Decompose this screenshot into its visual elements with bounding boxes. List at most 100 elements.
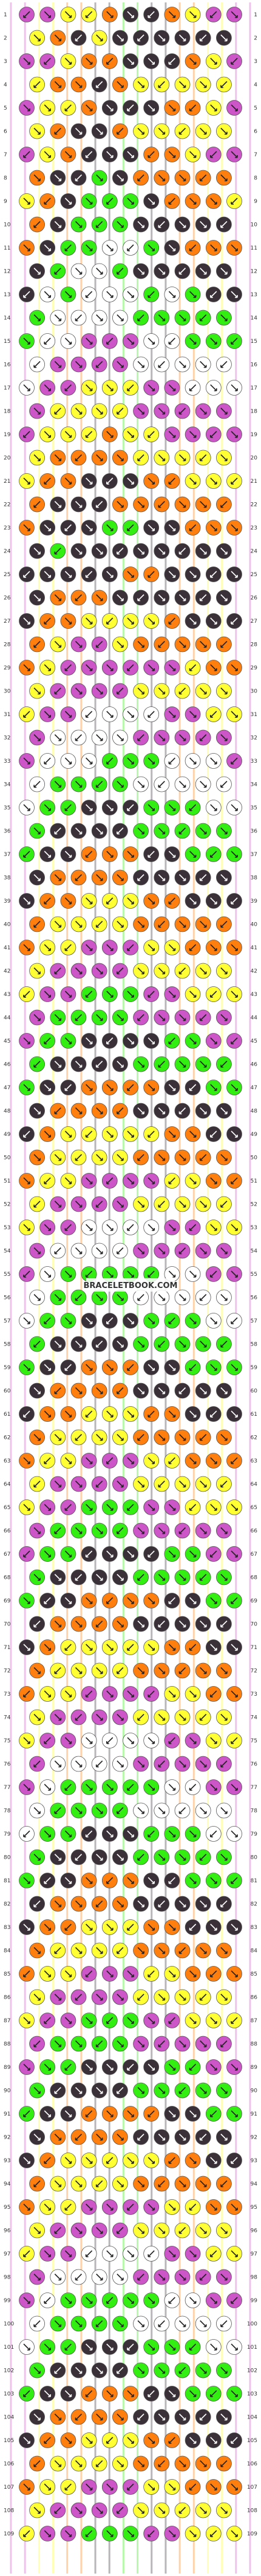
knot: [205, 1499, 222, 1515]
knot: [39, 520, 56, 536]
row-number-left: 79: [4, 1831, 11, 1837]
knot: [81, 2013, 97, 2028]
knot: [60, 1453, 76, 1469]
knot-arrow-icon: [147, 337, 155, 345]
knot: [50, 1196, 66, 1212]
knot: [174, 1616, 191, 1632]
knot: [91, 1429, 107, 1446]
knot: [19, 333, 35, 349]
knot: [185, 147, 201, 162]
row-number-left: 68: [4, 1575, 11, 1581]
knot: [185, 660, 201, 676]
knot-arrow-icon: [147, 711, 155, 718]
knot-arrow-icon: [137, 360, 144, 368]
knot: [143, 1173, 160, 1189]
knot: [133, 356, 149, 373]
knot-arrow-icon: [106, 11, 114, 18]
row-number-left: 66: [4, 1529, 11, 1535]
knot-arrow-icon: [231, 151, 238, 158]
knot: [81, 53, 97, 69]
row-number-left: 106: [4, 2461, 14, 2468]
row-number-right: 80: [251, 1855, 258, 1861]
knot-arrow-icon: [168, 198, 175, 205]
knot: [50, 1989, 66, 2005]
knot: [195, 2129, 211, 2145]
knot: [174, 636, 191, 652]
knot: [112, 1756, 128, 1772]
knot: [29, 263, 45, 279]
knot-arrow-icon: [127, 384, 134, 391]
knot-arrow-icon: [137, 267, 144, 275]
row-number-left: 59: [4, 1365, 11, 1371]
knot: [50, 2176, 66, 2192]
knot: [185, 1639, 201, 1655]
knot-arrow-icon: [147, 664, 155, 671]
knot: [195, 1476, 211, 1492]
row-number-left: 1: [4, 12, 7, 18]
knot-arrow-icon: [127, 244, 134, 251]
knot: [174, 2315, 191, 2332]
row-number-left: 44: [4, 1015, 11, 1021]
knot: [133, 823, 149, 839]
knot: [143, 53, 160, 69]
knot: [185, 2386, 201, 2402]
knot-arrow-icon: [23, 617, 30, 625]
knot-arrow-icon: [199, 34, 207, 42]
knot: [101, 1826, 118, 1842]
knot: [123, 2246, 138, 2262]
knot: [60, 1873, 76, 1888]
knot: [215, 1429, 232, 1446]
knot: [50, 170, 66, 186]
knot-arrow-icon: [158, 547, 166, 555]
row-number-left: 6: [4, 129, 7, 135]
knot-arrow-icon: [147, 571, 155, 578]
knot: [143, 1453, 160, 1469]
knot-arrow-icon: [23, 58, 30, 65]
row-number-left: 91: [4, 2111, 10, 2117]
row-number-left: 52: [4, 1202, 10, 1208]
knot: [164, 1873, 180, 1888]
knot: [91, 543, 107, 559]
knot: [70, 2176, 87, 2192]
knot: [143, 193, 160, 209]
knot: [123, 1639, 138, 1655]
knot-arrow-icon: [189, 571, 197, 578]
knot-arrow-icon: [178, 221, 186, 228]
knot: [205, 1546, 222, 1562]
knot: [39, 2246, 56, 2262]
knot: [101, 2432, 118, 2448]
knot: [60, 1593, 76, 1608]
knot: [70, 2455, 87, 2472]
knot: [164, 2199, 180, 2215]
knot: [50, 123, 66, 139]
knot-arrow-icon: [106, 571, 114, 578]
row-number-left: 13: [4, 292, 10, 298]
knot: [133, 2129, 149, 2145]
knot-arrow-icon: [44, 711, 51, 718]
knot: [205, 2153, 222, 2168]
knot-arrow-icon: [168, 617, 175, 625]
row-number-left: 39: [4, 898, 11, 905]
knot: [226, 2153, 242, 2168]
knot: [70, 310, 87, 326]
knot: [70, 1383, 87, 1399]
knot: [60, 1639, 76, 1655]
knot: [133, 2362, 149, 2378]
knot: [123, 706, 138, 722]
knot: [185, 2013, 201, 2028]
knot: [226, 473, 242, 489]
knot-arrow-icon: [54, 640, 62, 648]
knot-arrow-icon: [86, 198, 93, 205]
knot: [133, 589, 149, 606]
knot: [81, 2199, 97, 2215]
row-number-left: 20: [4, 456, 11, 462]
row-number-right: 46: [251, 1062, 258, 1068]
knot: [60, 1406, 76, 1422]
knot: [123, 1453, 138, 1469]
knot: [39, 1359, 56, 1375]
row-number-left: 51: [4, 1178, 10, 1184]
knot: [112, 916, 128, 932]
row-number-left: 41: [4, 945, 10, 951]
knot-arrow-icon: [127, 337, 134, 345]
knot: [50, 543, 66, 559]
